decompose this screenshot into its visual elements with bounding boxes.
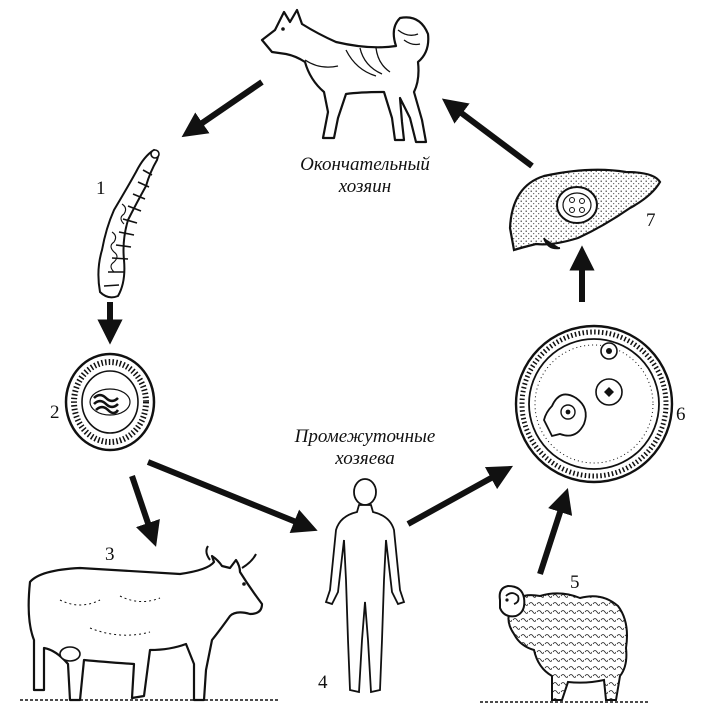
cyst-illustration	[514, 324, 674, 484]
stage-number-4: 4	[318, 672, 328, 693]
arrow-egg-to-human	[146, 459, 318, 533]
stage-number-2: 2	[50, 402, 60, 423]
human-illustration	[324, 478, 406, 694]
definitive-host-line1: Окончательный	[300, 154, 430, 175]
stage-number-7: 7	[646, 210, 656, 231]
arrow-dog-to-worm	[181, 79, 264, 138]
stage-number-3: 3	[105, 544, 115, 565]
egg-illustration	[64, 352, 156, 452]
arrow-egg-to-cow	[129, 475, 160, 547]
arrow-human-to-cyst	[406, 465, 514, 527]
arrow-sheep-to-cyst	[537, 488, 573, 575]
intermediate-hosts-line1: Промежуточные	[294, 426, 436, 447]
arrow-liver-to-dog	[441, 98, 534, 169]
liver-illustration	[508, 168, 662, 252]
definitive-host-caption: Окончательный хозяин	[270, 154, 460, 198]
stage-number-5: 5	[570, 572, 580, 593]
stage-number-6: 6	[676, 404, 686, 425]
tapeworm-illustration	[97, 148, 160, 299]
stage-number-1: 1	[96, 178, 106, 199]
dog-illustration	[260, 8, 430, 144]
sheep-illustration	[480, 584, 650, 703]
intermediate-hosts-line2: хозяева	[335, 448, 395, 469]
definitive-host-line2: хозяин	[338, 176, 392, 197]
cow-illustration	[20, 545, 280, 702]
intermediate-hosts-caption: Промежуточные хозяева	[270, 426, 460, 470]
cycle-arrows	[97, 79, 595, 575]
